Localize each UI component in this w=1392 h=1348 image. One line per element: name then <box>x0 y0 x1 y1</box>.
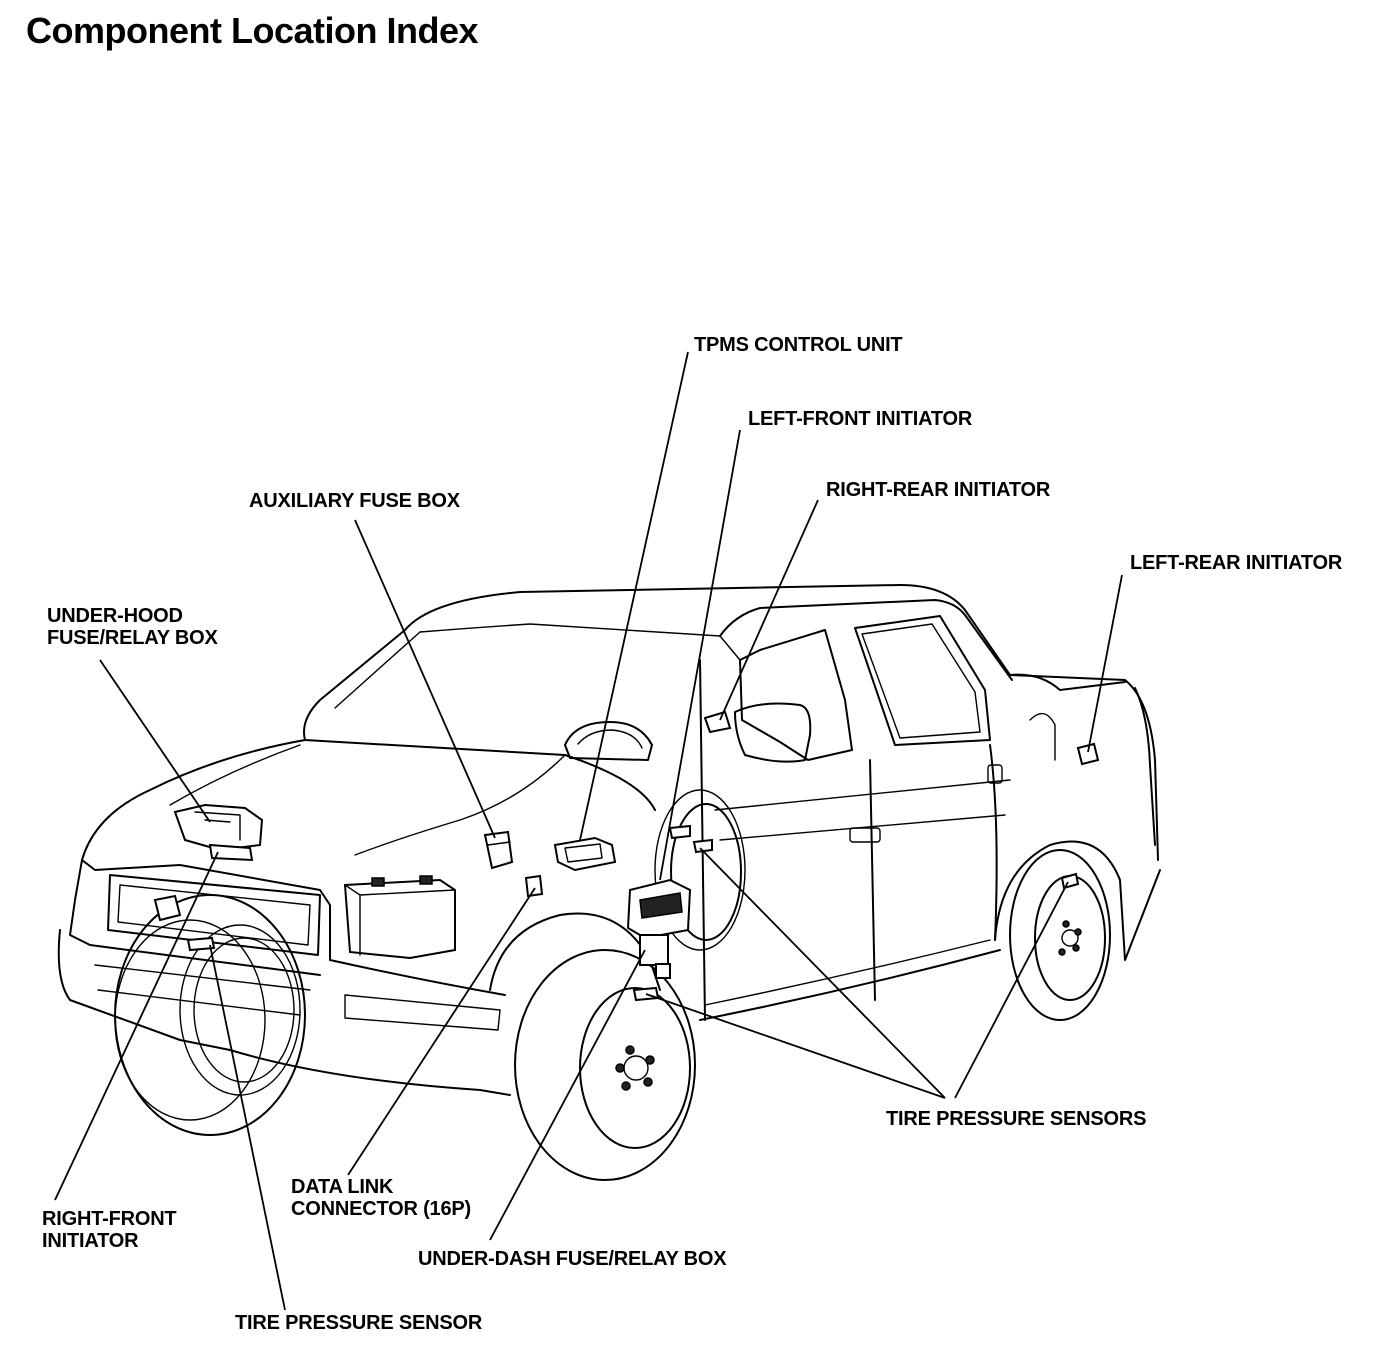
under-dash-fuse-relay-box <box>626 878 692 979</box>
label-left-front-initiator: LEFT-FRONT INITIATOR <box>748 408 973 430</box>
truck-body <box>57 584 1161 1096</box>
label-right-front-initiator: RIGHT-FRONT INITIATOR <box>42 1208 177 1252</box>
tpms-control-unit <box>553 836 617 872</box>
label-right-rear-initiator: RIGHT-REAR INITIATOR <box>826 479 1051 501</box>
label-auxiliary-fuse-box: AUXILIARY FUSE BOX <box>249 490 460 512</box>
front-right-wheel <box>114 894 306 1136</box>
instrument-binnacle <box>564 721 653 761</box>
data-link-connector <box>524 874 544 898</box>
label-tire-pressure-sensors: TIRE PRESSURE SENSORS <box>886 1108 1147 1130</box>
front-left-wheel <box>514 949 696 1181</box>
rear-left-wheel <box>1009 849 1111 1021</box>
label-left-rear-initiator: LEFT-REAR INITIATOR <box>1130 552 1343 574</box>
label-under-hood-fuse-relay-box: UNDER-HOOD FUSE/RELAY BOX <box>47 605 218 649</box>
label-data-link-line2: CONNECTOR (16P) <box>291 1198 471 1220</box>
label-data-link-line1: DATA LINK <box>291 1176 394 1198</box>
label-right-front-line1: RIGHT-FRONT <box>42 1208 177 1230</box>
rear-right-wheel-arch <box>654 789 746 951</box>
label-tire-pressure-sensor: TIRE PRESSURE SENSOR <box>235 1312 483 1334</box>
label-under-dash-fuse-relay-box: UNDER-DASH FUSE/RELAY BOX <box>418 1248 727 1270</box>
label-right-front-line2: INITIATOR <box>42 1230 139 1252</box>
label-data-link-connector: DATA LINK CONNECTOR (16P) <box>291 1176 471 1220</box>
auxiliary-fuse-box <box>483 830 514 870</box>
battery <box>343 875 456 960</box>
leader-lines <box>54 351 1123 1311</box>
page-title: Component Location Index <box>26 10 479 51</box>
initiator-parts <box>153 710 1100 922</box>
label-tpms-control-unit: TPMS CONTROL UNIT <box>694 334 903 356</box>
label-under-hood-line1: UNDER-HOOD <box>47 605 183 627</box>
label-under-hood-line2: FUSE/RELAY BOX <box>47 627 218 649</box>
under-hood-fuse-relay-box <box>173 803 264 862</box>
